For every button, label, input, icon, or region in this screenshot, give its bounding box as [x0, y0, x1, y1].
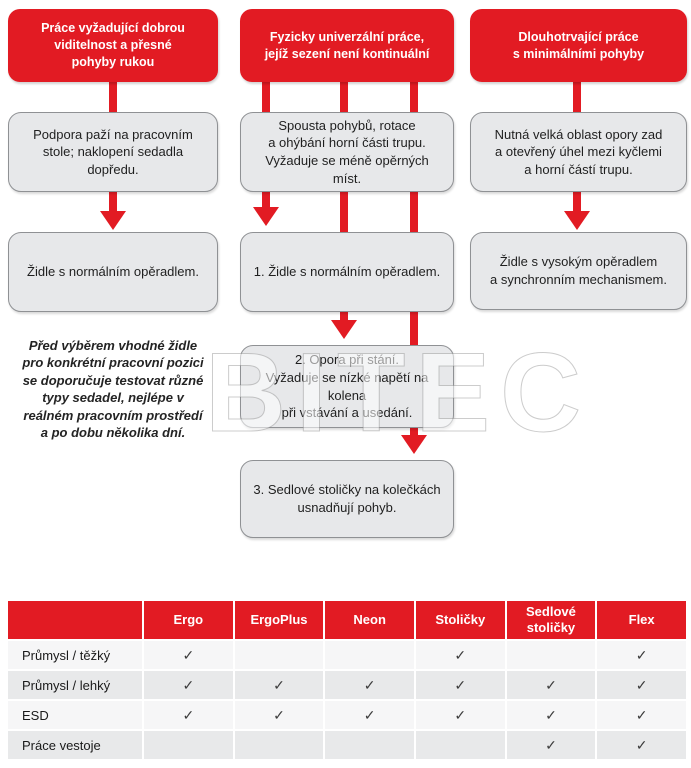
arrow-col1-shaft — [109, 190, 117, 212]
col3-result-box: Židle s vysokým opěradlem a synchronním … — [470, 232, 687, 310]
arrow-col2-left-head — [253, 207, 279, 226]
arrow-col3-head — [564, 211, 590, 230]
check-mark-cell: ✓ — [597, 731, 686, 759]
check-mark-cell: ✓ — [506, 671, 596, 699]
col1-step1-box: Podpora paží na pracovním stole; naklope… — [8, 112, 218, 192]
check-mark-cell: ✓ — [415, 701, 505, 729]
check-mark-cell: ✓ — [506, 701, 596, 729]
table-row-label: Práce vestoje — [8, 731, 142, 759]
col2-option3-box: 3. Sedlové stoličky na kolečkách usnadňu… — [240, 460, 454, 538]
check-mark-cell: ✓ — [234, 671, 324, 699]
table-corner-cell — [8, 601, 142, 639]
check-mark-cell: ✓ — [597, 671, 686, 699]
check-mark-cell: ✓ — [325, 671, 414, 699]
check-mark-cell: ✓ — [144, 641, 233, 669]
connector-col2-mid-shaft — [340, 80, 348, 321]
empty-cell — [234, 731, 324, 759]
table-row: Průmysl / těžký✓✓✓ — [8, 641, 686, 669]
col3-step1-box: Nutná velká oblast opory zad a otevřený … — [470, 112, 687, 192]
table-column-header-3: Stoličky — [415, 601, 505, 639]
table-row: Práce vestoje ✓✓ — [8, 731, 686, 759]
col3-header-box: Dlouhotrvající práce s minimálními pohyb… — [470, 9, 687, 82]
empty-cell — [415, 731, 505, 759]
arrow-col2-right-head — [401, 435, 427, 454]
check-mark-cell: ✓ — [597, 701, 686, 729]
check-mark-cell: ✓ — [415, 671, 505, 699]
col2-step1-box: Spousta pohybů, rotace a ohýbání horní č… — [240, 112, 454, 192]
selection-advice-note: Před výběrem vhodné židle pro konkrétní … — [22, 338, 204, 441]
col2-header-box: Fyzicky univerzální práce, jejíž sezení … — [240, 9, 454, 82]
table-column-header-5: Flex — [597, 601, 686, 639]
table-row-label: Průmysl / lehký — [8, 671, 142, 699]
empty-cell — [325, 641, 414, 669]
table-column-header-4: Sedlové stoličky — [506, 601, 596, 639]
table-column-header-1: ErgoPlus — [234, 601, 324, 639]
empty-cell — [144, 731, 233, 759]
check-mark-cell: ✓ — [234, 701, 324, 729]
empty-cell — [234, 641, 324, 669]
check-mark-cell: ✓ — [415, 641, 505, 669]
check-mark-cell: ✓ — [597, 641, 686, 669]
connector-col1-top — [109, 80, 117, 113]
col1-result-box: Židle s normálním opěradlem. — [8, 232, 218, 312]
empty-cell — [325, 731, 414, 759]
connector-col3-top — [573, 80, 581, 113]
check-mark-cell: ✓ — [325, 701, 414, 729]
col1-header-box: Práce vyžadující dobrou viditelnost a př… — [8, 9, 218, 82]
col2-option1-box: 1. Židle s normálním opěradlem. — [240, 232, 454, 312]
table-row-label: Průmysl / těžký — [8, 641, 142, 669]
check-mark-cell: ✓ — [506, 731, 596, 759]
table-row: ESD✓✓✓✓✓✓ — [8, 701, 686, 729]
check-mark-cell: ✓ — [144, 671, 233, 699]
arrow-col2-mid-head — [331, 320, 357, 339]
table-row-label: ESD — [8, 701, 142, 729]
table-row: Průmysl / lehký✓✓✓✓✓✓ — [8, 671, 686, 699]
col2-option2-box: 2. Opora při stání. Vyžaduje se nízké na… — [240, 345, 454, 428]
empty-cell — [506, 641, 596, 669]
arrow-col3-shaft — [573, 190, 581, 212]
check-mark-cell: ✓ — [144, 701, 233, 729]
arrow-col1-head — [100, 211, 126, 230]
table-column-header-2: Neon — [325, 601, 414, 639]
table-column-header-0: Ergo — [144, 601, 233, 639]
